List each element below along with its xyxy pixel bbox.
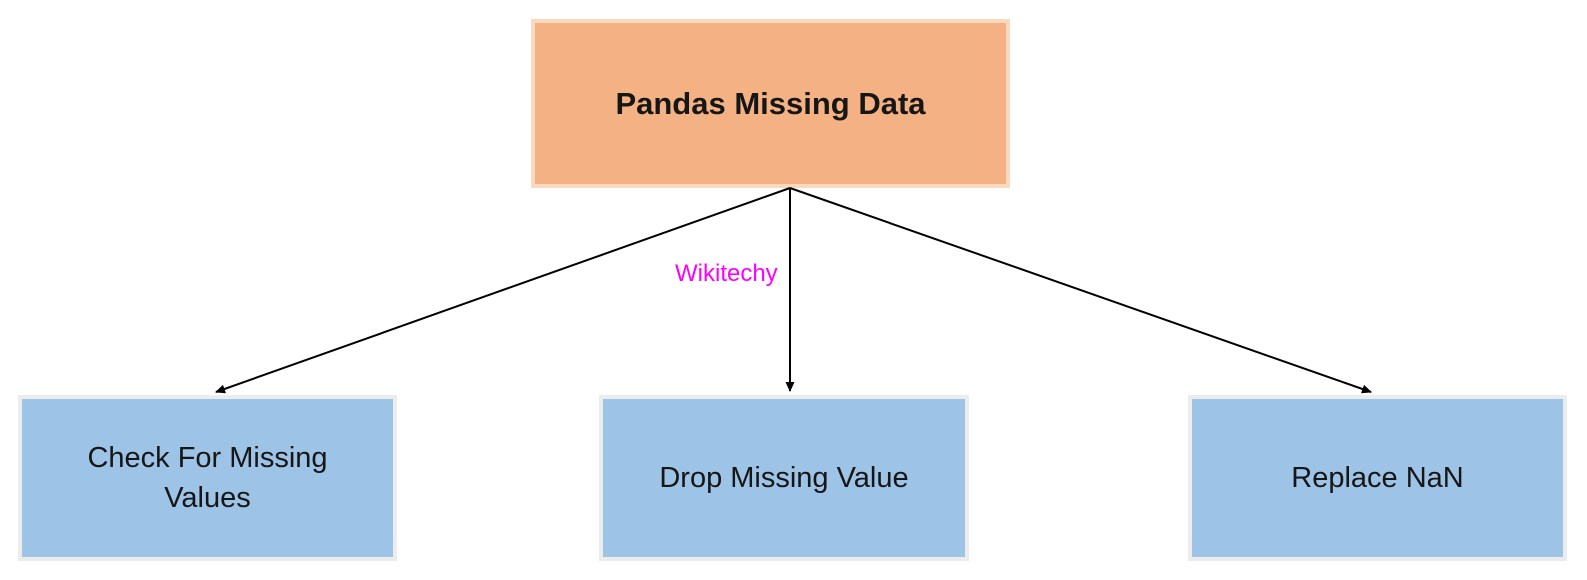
- root-node-pandas-missing-data: Pandas Missing Data: [531, 19, 1010, 188]
- child-node-replace-nan: Replace NaN: [1188, 395, 1567, 561]
- arrow-to-check-for-missing-values: [215, 187, 791, 394]
- wikitechy-watermark: Wikitechy: [675, 260, 778, 287]
- child-node-drop-missing-value: Drop Missing Value: [599, 395, 969, 561]
- child-node-label: Replace NaN: [1291, 461, 1464, 494]
- child-node-check-for-missing-values: Check For Missing Values: [18, 395, 397, 561]
- root-node-label: Pandas Missing Data: [615, 85, 926, 121]
- child-node-label: Drop Missing Value: [659, 461, 909, 494]
- child-node-label: Check For Missing Values: [87, 441, 328, 514]
- arrow-to-replace-nan: [789, 187, 1372, 394]
